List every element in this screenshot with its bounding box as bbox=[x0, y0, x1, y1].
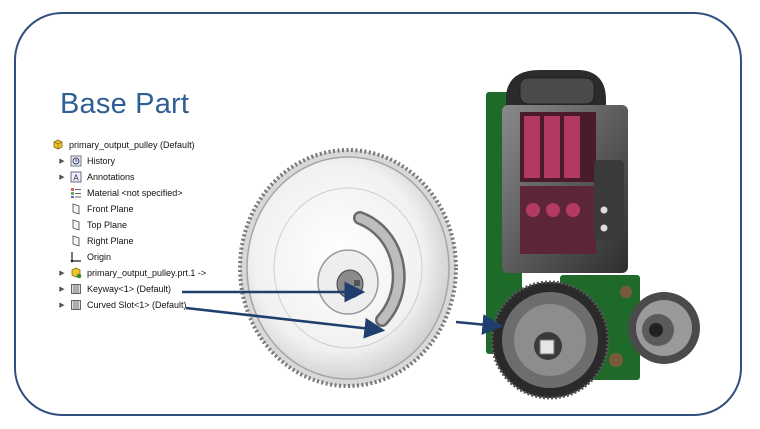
motor-assembly bbox=[486, 70, 700, 400]
curved-slot-arrow bbox=[185, 306, 386, 339]
plane-icon bbox=[70, 235, 82, 247]
tree-item-top-plane[interactable]: Top Plane bbox=[70, 218, 127, 232]
tree-item-right-plane[interactable]: Right Plane bbox=[70, 234, 134, 248]
expand-arrow-icon[interactable]: ▶ bbox=[59, 286, 65, 293]
pulley-gear bbox=[238, 148, 458, 388]
assembly-arrow bbox=[455, 314, 504, 335]
tree-item-front-plane[interactable]: Front Plane bbox=[70, 202, 134, 216]
tree-item-keyway[interactable]: ▶ Keyway<1> (Default) bbox=[59, 283, 172, 295]
derived-part-icon bbox=[70, 267, 82, 279]
material-icon bbox=[70, 187, 82, 199]
annotations-icon: A bbox=[70, 171, 82, 183]
library-feature-icon bbox=[70, 299, 82, 311]
tree-item-origin[interactable]: Origin bbox=[70, 250, 111, 264]
plane-icon bbox=[70, 219, 82, 231]
tree-item-derived-part[interactable]: ▶ primary_output_pulley.prt.1 -> bbox=[59, 267, 207, 279]
expand-arrow-icon[interactable]: ▶ bbox=[59, 270, 65, 277]
origin-icon bbox=[70, 251, 82, 263]
plane-icon bbox=[70, 203, 82, 215]
slide-title: Base Part bbox=[60, 88, 190, 120]
part-icon bbox=[52, 139, 64, 151]
tree-root-label: primary_output_pulley (Default) bbox=[69, 140, 195, 150]
tree-item-annotations[interactable]: ▶ A Annotations bbox=[59, 171, 135, 183]
expand-arrow-icon[interactable]: ▶ bbox=[59, 174, 65, 181]
tree-item-history[interactable]: ▶ History bbox=[59, 155, 116, 167]
library-feature-icon bbox=[70, 283, 82, 295]
tree-item-material[interactable]: Material <not specified> bbox=[70, 186, 183, 200]
history-icon bbox=[70, 155, 82, 167]
tree-root[interactable]: primary_output_pulley (Default) bbox=[52, 138, 195, 152]
expand-arrow-icon[interactable]: ▶ bbox=[59, 158, 65, 165]
tree-item-curved-slot[interactable]: ▶ Curved Slot<1> (Default) bbox=[59, 299, 187, 311]
expand-arrow-icon[interactable]: ▶ bbox=[59, 302, 65, 309]
svg-text:A: A bbox=[73, 174, 79, 183]
callout-arrows bbox=[182, 281, 504, 339]
